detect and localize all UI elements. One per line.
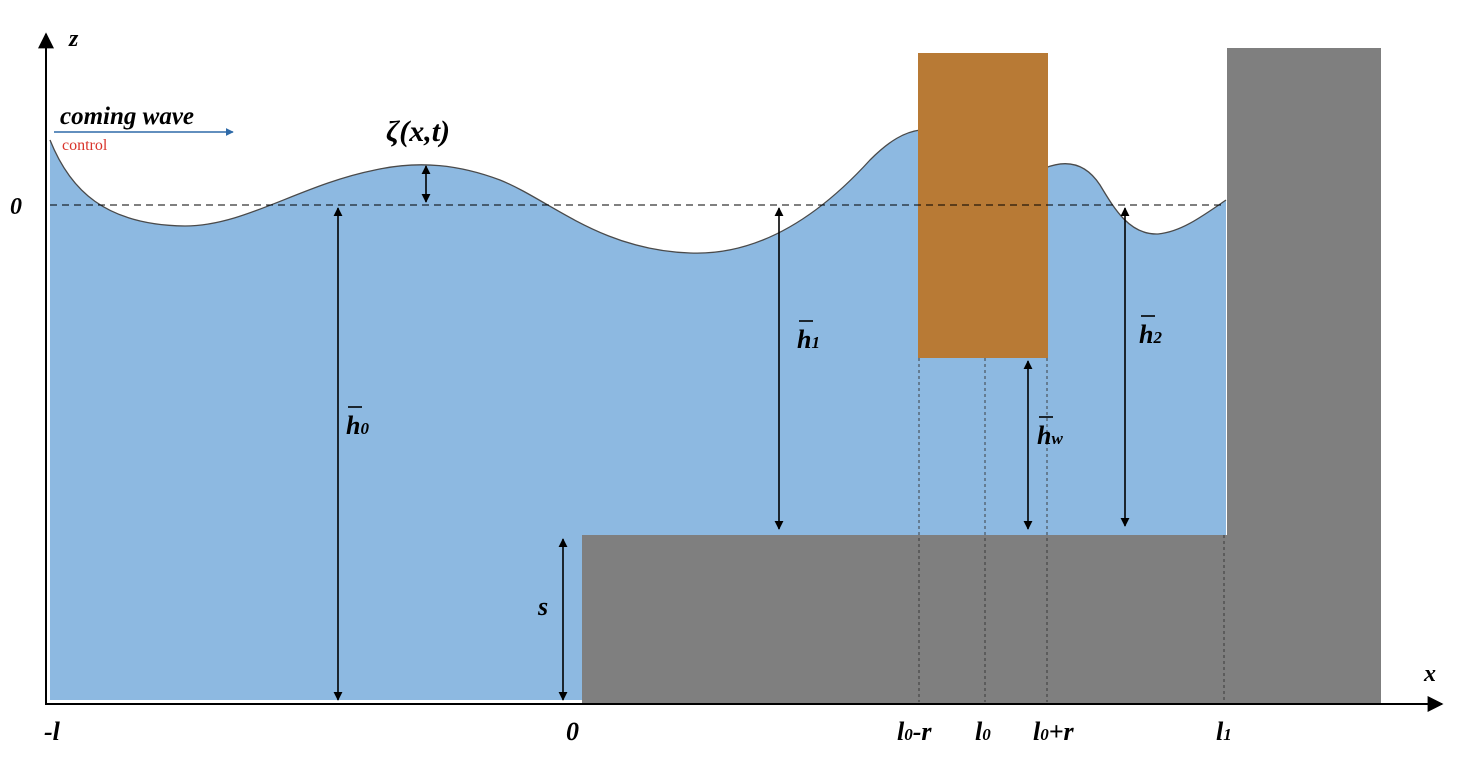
x-axis-label: x xyxy=(1423,661,1436,687)
tick-l0-sub: 0 xyxy=(982,725,991,744)
svg-text:h0: h0 xyxy=(346,411,369,440)
h0-label: h0 xyxy=(346,406,369,440)
hw-label: hw xyxy=(1037,416,1063,450)
control-label: control xyxy=(62,137,108,154)
tick-l0-minus-r-main: l xyxy=(897,717,905,746)
h1-subscript: 1 xyxy=(811,333,820,352)
svg-text:hw: hw xyxy=(1037,421,1063,450)
tick-l0-plus-r: l0+r xyxy=(1033,717,1075,746)
tick-l1-main: l xyxy=(1216,717,1224,746)
h1-symbol: h xyxy=(797,325,811,354)
tick-l0-plus-r-main: l xyxy=(1033,717,1041,746)
h0-symbol: h xyxy=(346,411,360,440)
tick-l1: l1 xyxy=(1216,717,1232,746)
hw-subscript: w xyxy=(1051,429,1063,448)
tick-l0-plus-r-sub: 0 xyxy=(1040,725,1049,744)
coming-wave-label: coming wave xyxy=(60,103,194,130)
z-axis-label: z xyxy=(68,26,79,52)
seabed-step xyxy=(582,535,1228,703)
tick-l0-minus-r-sub: 0 xyxy=(904,725,913,744)
h0-subscript: 0 xyxy=(360,419,369,438)
tick-l0-minus-r-suffix: -r xyxy=(913,717,933,746)
svg-text:h2: h2 xyxy=(1139,320,1162,349)
s-label: s xyxy=(537,592,548,621)
hw-symbol: h xyxy=(1037,421,1051,450)
vertical-wall xyxy=(1227,48,1381,703)
tick-l0: l0 xyxy=(975,717,991,746)
h2-label: h2 xyxy=(1139,315,1162,349)
tick-l0-plus-r-suffix: +r xyxy=(1049,717,1075,746)
h2-symbol: h xyxy=(1139,320,1153,349)
tick-zero: 0 xyxy=(566,717,579,746)
svg-text:h1: h1 xyxy=(797,325,820,354)
h2-subscript: 2 xyxy=(1152,328,1162,347)
free-surface-line xyxy=(49,129,921,254)
h1-label: h1 xyxy=(797,320,820,354)
surface-elevation-label: ζ(x,t) xyxy=(386,115,450,148)
tick-l0-main: l xyxy=(975,717,983,746)
tick-l0-minus-r: l0-r xyxy=(897,717,932,746)
zero-level-label: 0 xyxy=(10,194,22,220)
tick-l1-sub: 1 xyxy=(1223,725,1232,744)
tick-minus-l: -l xyxy=(44,717,61,746)
